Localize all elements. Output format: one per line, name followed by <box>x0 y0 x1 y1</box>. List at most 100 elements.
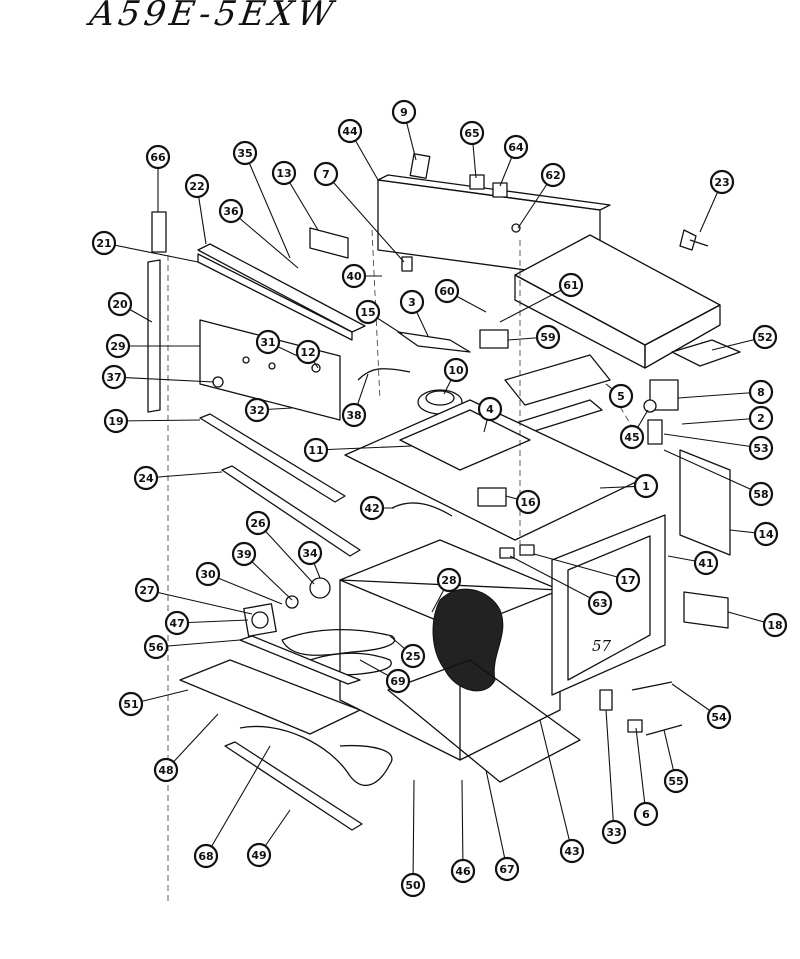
callout-33: 33 <box>601 709 627 845</box>
part-22-rail <box>197 243 366 333</box>
callout-circle <box>91 230 117 256</box>
callout-leader <box>485 769 508 870</box>
callout-circle <box>434 278 460 304</box>
callout-68: 68 <box>193 745 271 869</box>
part-14-side-panel <box>679 449 731 556</box>
callout-69: 69 <box>359 659 411 694</box>
part-33-hinge <box>599 689 613 711</box>
callout-number: 20 <box>112 298 128 311</box>
callout-circle <box>443 357 469 383</box>
callout-49: 49 <box>246 809 291 868</box>
callout-41: 41 <box>667 550 719 576</box>
callout-17: 17 <box>533 553 641 593</box>
callout-number: 34 <box>302 547 318 560</box>
callout-number: 50 <box>405 879 421 892</box>
callout-circle <box>341 263 367 289</box>
callout-leader <box>663 433 762 449</box>
callout-circle <box>255 329 281 355</box>
callout-leader <box>155 639 241 648</box>
callout-leader <box>325 173 405 263</box>
callout-circle <box>608 383 634 409</box>
callout-29: 29 <box>105 333 200 359</box>
callout-14: 14 <box>729 521 779 547</box>
callout-5: 5 <box>605 383 634 409</box>
callout-35: 35 <box>232 140 291 259</box>
callout-22: 22 <box>184 173 210 245</box>
part-54-spring <box>631 681 673 691</box>
callout-circle <box>134 577 160 603</box>
callout-56: 56 <box>143 634 241 660</box>
callout-circle <box>341 402 367 428</box>
callout-27: 27 <box>134 577 253 615</box>
callout-leader <box>113 376 215 383</box>
callout-circle <box>101 364 127 390</box>
callout-number: 58 <box>753 488 768 501</box>
callout-39: 39 <box>231 541 293 601</box>
callout-number: 3 <box>408 296 416 309</box>
callout-52: 52 <box>711 324 778 351</box>
callout-circle <box>748 481 774 507</box>
callout-circle <box>193 843 219 869</box>
part-27-fan-housing <box>243 603 277 637</box>
callout-number: 60 <box>439 285 455 298</box>
callout-number: 43 <box>564 845 579 858</box>
callout-leader <box>244 152 291 259</box>
callout-leader <box>115 419 201 422</box>
callout-55: 55 <box>663 729 689 794</box>
part-66-trim <box>151 211 167 253</box>
callout-circle <box>385 668 411 694</box>
callout-circle <box>748 379 774 405</box>
callout-number: 28 <box>441 574 456 587</box>
callout-circle <box>118 691 144 717</box>
callout-11: 11 <box>303 437 413 463</box>
callout-circle <box>706 704 732 730</box>
callout-8: 8 <box>677 379 774 405</box>
callout-number: 31 <box>260 336 275 349</box>
callout-number: 67 <box>499 863 514 876</box>
callout-circle <box>540 162 566 188</box>
callout-circle <box>459 120 485 146</box>
callout-65: 65 <box>459 120 485 179</box>
callout-circle <box>143 634 169 660</box>
callout-circle <box>748 405 774 431</box>
part-29-panel <box>199 319 341 421</box>
callout-number: 14 <box>758 528 774 541</box>
callout-63: 63 <box>509 555 613 616</box>
callout-number: 2 <box>757 412 765 425</box>
callout-61: 61 <box>499 272 584 323</box>
callout-circle <box>271 160 297 186</box>
callout-number: 12 <box>300 346 315 359</box>
callout-number: 22 <box>189 180 204 193</box>
callout-number: 32 <box>249 404 264 417</box>
callout-leader <box>145 471 223 479</box>
callout-leader <box>499 284 572 323</box>
part-5-duct <box>504 354 611 406</box>
callout-number: 61 <box>563 279 578 292</box>
callout-24: 24 <box>133 465 223 491</box>
callout-number: 23 <box>714 176 729 189</box>
callout-circle <box>494 856 520 882</box>
callout-circle <box>748 435 774 461</box>
callout-number: 53 <box>753 442 768 455</box>
callout-50: 50 <box>400 779 426 898</box>
callout-circle <box>762 612 788 638</box>
callout-circle <box>601 819 627 845</box>
callout-circle <box>184 173 210 199</box>
callout-circle <box>145 144 171 170</box>
callout-10: 10 <box>443 357 469 395</box>
part-62-screw <box>511 223 521 233</box>
part-20-side-strip <box>147 259 161 413</box>
callout-circle <box>295 339 321 365</box>
callout-number: 9 <box>400 106 408 119</box>
callout-28: 28 <box>431 567 462 613</box>
callout-circle <box>303 437 329 463</box>
callout-leader <box>146 589 253 615</box>
callout-circle <box>663 768 689 794</box>
insulation <box>432 588 504 692</box>
callout-circle <box>245 510 271 536</box>
callout-36: 36 <box>218 198 299 269</box>
callout-number: 52 <box>757 331 772 344</box>
parts-linework <box>147 153 741 905</box>
callout-circle <box>164 610 190 636</box>
callout-circle <box>477 396 503 422</box>
